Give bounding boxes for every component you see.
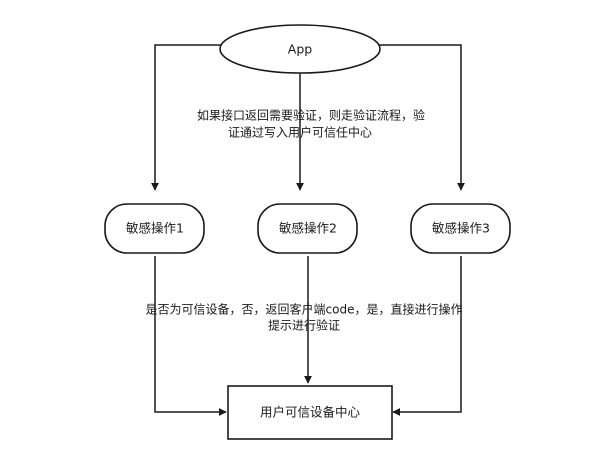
trusted-device-center-label: 用户可信设备中心 <box>260 405 361 420</box>
edge-op3-to-center <box>392 256 462 416</box>
edge-app-to-op3 <box>379 44 465 191</box>
trusted-device-center-node: 用户可信设备中心 <box>227 385 393 440</box>
op3-node-label: 敏感操作3 <box>432 221 490 236</box>
op3-node: 敏感操作3 <box>410 203 511 254</box>
op2-node-label: 敏感操作2 <box>279 221 337 236</box>
edge-op1-to-center <box>154 256 227 416</box>
app-node-label: App <box>288 42 312 57</box>
bottom-note: 是否为可信设备，否，返回客户端code，是，直接进行操作 提示进行验证 <box>146 302 463 333</box>
app-node: App <box>219 24 381 74</box>
edge-app-to-op1 <box>151 44 221 191</box>
top-note-line2: 证通过写入用户可信任中心 <box>228 125 372 140</box>
op2-node: 敏感操作2 <box>257 203 358 254</box>
bottom-note-line1: 是否为可信设备，否，返回客户端code，是，直接进行操作 <box>146 302 463 317</box>
op1-node-label: 敏感操作1 <box>126 221 184 236</box>
top-note: 如果接口返回需要验证，则走验证流程，验 证通过写入用户可信任中心 <box>197 108 425 140</box>
op1-node: 敏感操作1 <box>104 203 205 254</box>
top-note-line1: 如果接口返回需要验证，则走验证流程，验 <box>197 108 425 123</box>
bottom-note-line2: 提示进行验证 <box>268 318 340 333</box>
